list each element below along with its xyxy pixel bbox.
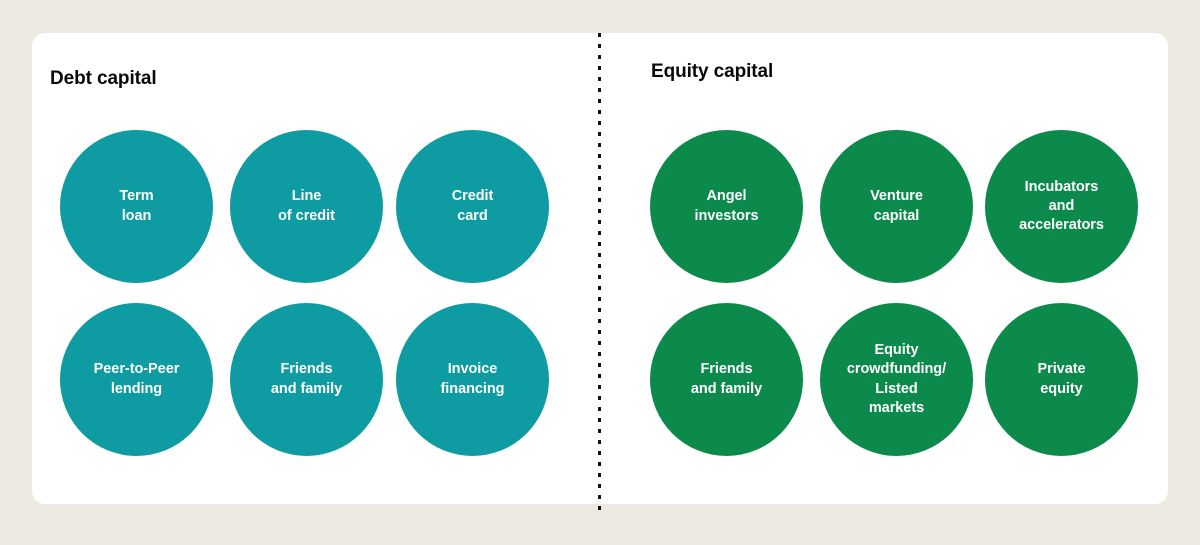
bubble-label: Friends and family — [270, 361, 343, 397]
bubble-private-equity[interactable]: Private equity — [985, 303, 1138, 456]
panel-debt-capital: Debt capital Term loan Line of credit Cr… — [32, 33, 598, 504]
bubble-label: Line of credit — [278, 188, 335, 224]
bubble-label: Peer-to-Peer lending — [93, 361, 180, 397]
bubble-invoice-financing[interactable]: Invoice financing — [396, 303, 549, 456]
bubble-label: Angel investors — [694, 188, 759, 224]
bubble-equity-crowdfunding-listed-markets[interactable]: Equity crowdfunding/ Listed markets — [820, 303, 973, 456]
bubble-label: Invoice financing — [440, 361, 505, 397]
bubble-label: Credit card — [451, 188, 494, 224]
panel-equity-capital: Equity capital Angel investors Venture c… — [601, 33, 1168, 504]
bubble-label: Equity crowdfunding/ Listed markets — [846, 342, 947, 416]
bubble-peer-to-peer-lending[interactable]: Peer-to-Peer lending — [60, 303, 213, 456]
bubble-venture-capital[interactable]: Venture capital — [820, 130, 973, 283]
debt-capital-circle-grid: Term loan Line of credit Credit card Pee… — [32, 33, 598, 504]
bubble-label: Private equity — [1037, 361, 1086, 397]
bubble-label: Venture capital — [870, 188, 923, 224]
bubble-term-loan[interactable]: Term loan — [60, 130, 213, 283]
bubble-label: Incubators and accelerators — [1019, 178, 1104, 234]
bubble-line-of-credit[interactable]: Line of credit — [230, 130, 383, 283]
bubble-label: Term loan — [119, 188, 154, 224]
vertical-dotted-divider — [598, 33, 601, 510]
bubble-friends-and-family-equity[interactable]: Friends and family — [650, 303, 803, 456]
bubble-incubators-and-accelerators[interactable]: Incubators and accelerators — [985, 130, 1138, 283]
bubble-credit-card[interactable]: Credit card — [396, 130, 549, 283]
bubble-angel-investors[interactable]: Angel investors — [650, 130, 803, 283]
panel-title-equity-capital: Equity capital — [651, 61, 774, 82]
bubble-label: Friends and family — [690, 361, 763, 397]
equity-capital-circle-grid: Angel investors Venture capital Incubato… — [601, 33, 1168, 504]
bubble-friends-and-family-debt[interactable]: Friends and family — [230, 303, 383, 456]
panel-title-debt-capital: Debt capital — [50, 68, 157, 89]
